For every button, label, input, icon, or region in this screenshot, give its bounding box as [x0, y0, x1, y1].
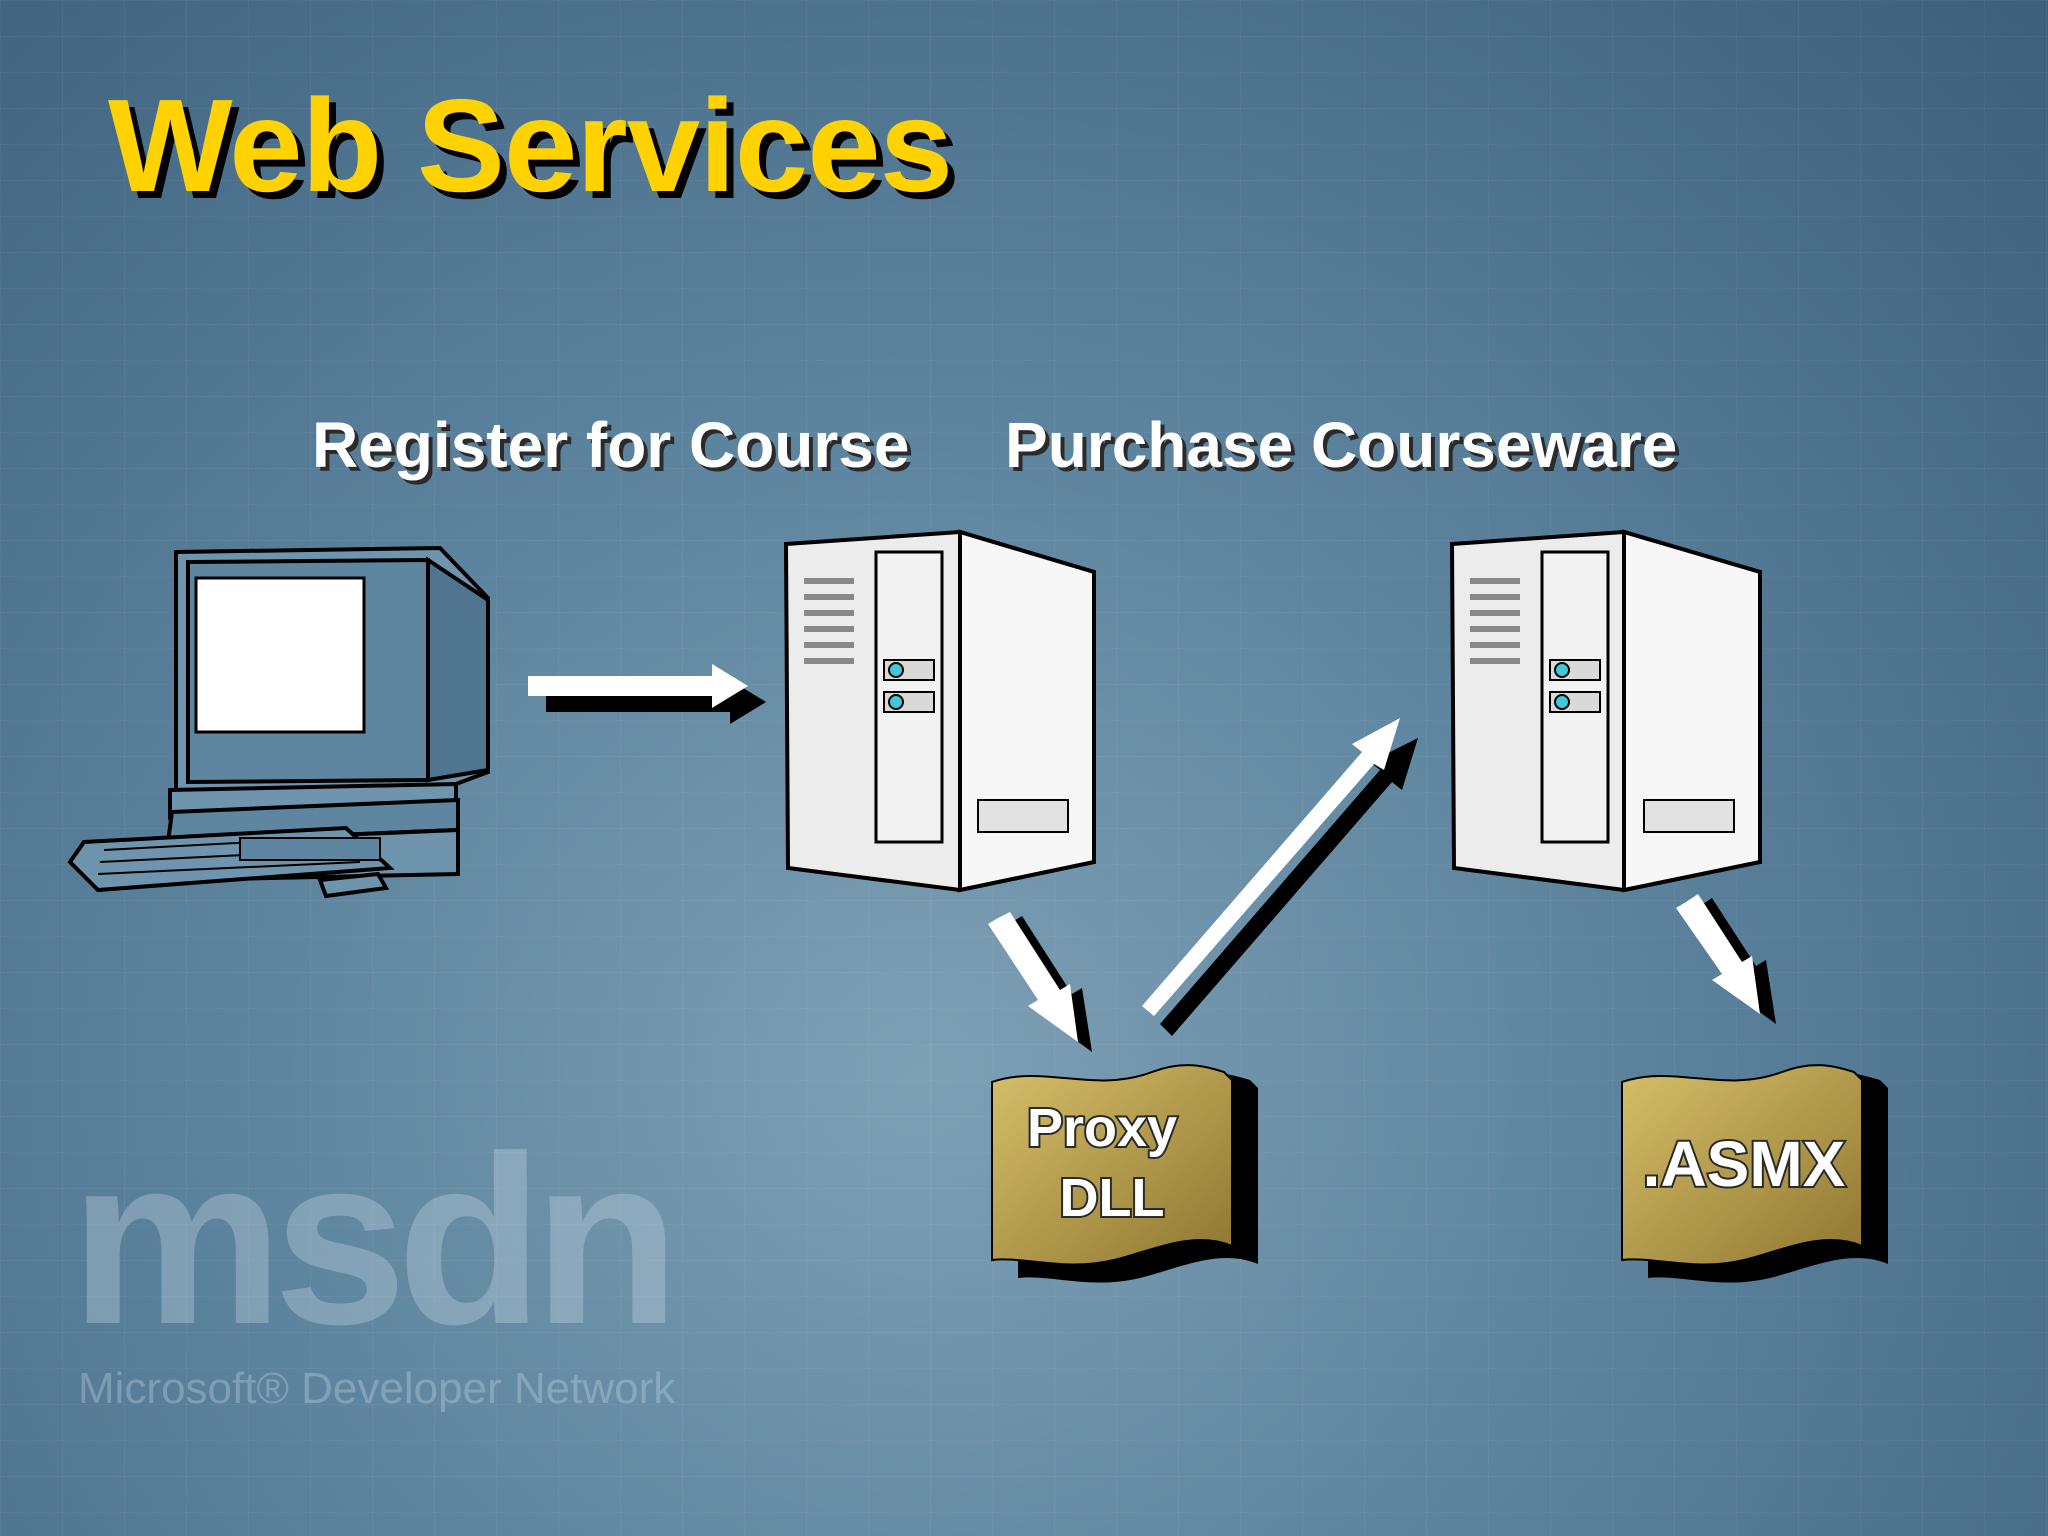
purchase-courseware-label: Purchase Courseware	[1005, 409, 1678, 481]
client-computer-icon	[67, 545, 490, 899]
web-server-1-icon	[783, 529, 1096, 893]
asmx-document: .ASMX	[1621, 1064, 1888, 1283]
dll-label: DLL	[1060, 1168, 1165, 1228]
slide-title: Web Services	[108, 72, 953, 219]
asmx-label: .ASMX	[1643, 1128, 1846, 1200]
msdn-watermark: msdn Microsoft® Developer Network	[70, 1106, 680, 1414]
proxy-dll-document: Proxy DLL	[991, 1064, 1258, 1283]
msdn-subtitle: Microsoft® Developer Network	[78, 1364, 676, 1413]
arrow-server-to-proxy	[988, 912, 1092, 1052]
register-for-course-label: Register for Course	[312, 409, 910, 481]
proxy-label: Proxy	[1027, 1098, 1177, 1158]
arrow-server2-to-asmx	[1676, 894, 1776, 1024]
web-server-2-icon	[1449, 529, 1762, 893]
msdn-logo-text: msdn	[70, 1106, 680, 1374]
arrow-proxy-to-server2	[1142, 718, 1418, 1036]
arrow-client-to-server	[528, 664, 766, 724]
